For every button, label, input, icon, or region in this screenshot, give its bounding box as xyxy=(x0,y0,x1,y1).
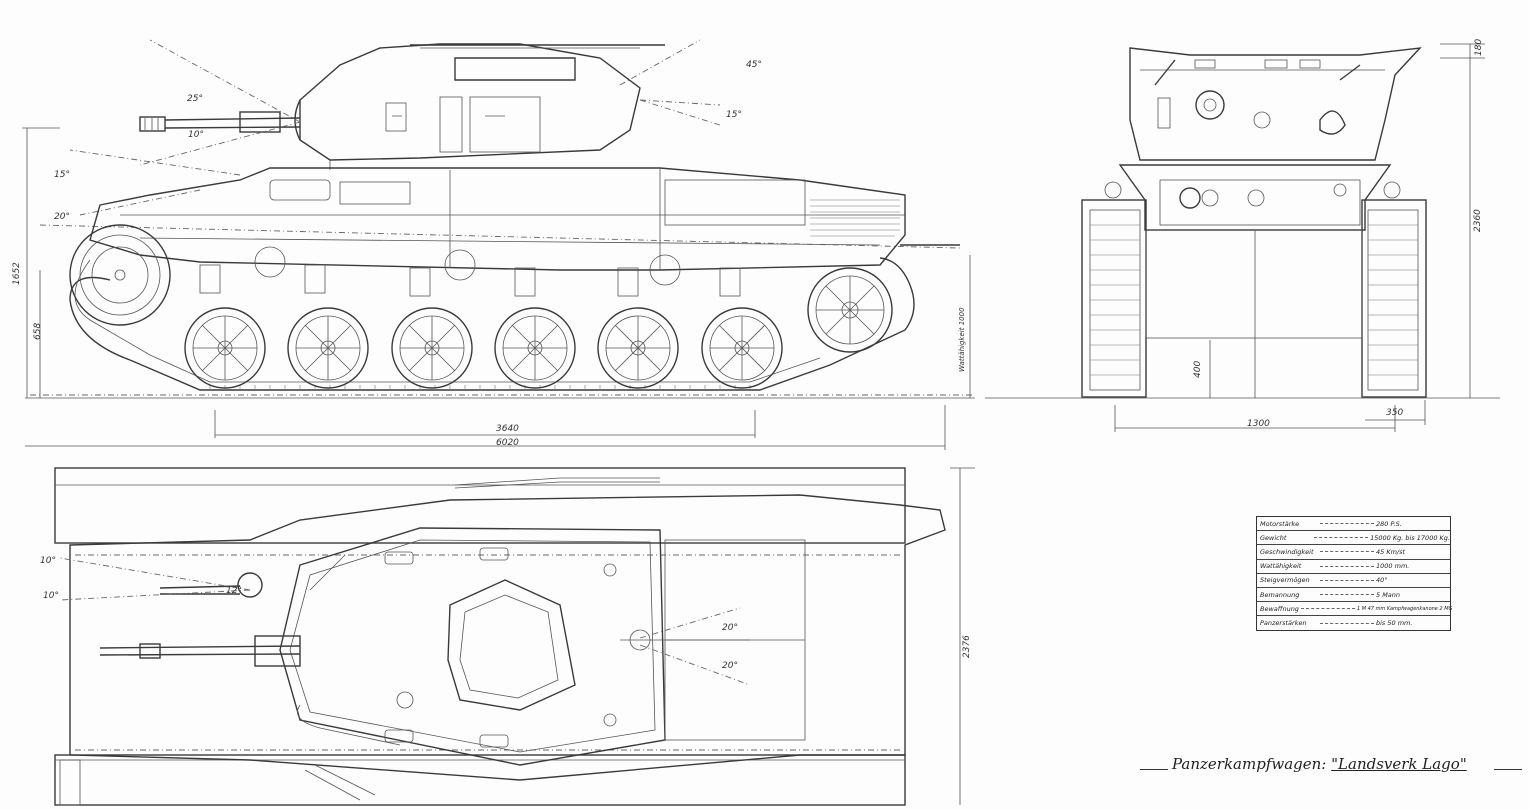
side-turret xyxy=(294,43,665,170)
side-track xyxy=(69,257,915,391)
road-wheel xyxy=(597,307,679,389)
angle-plan-gun: 12° xyxy=(226,586,242,596)
spec-row: Bewaffnung 1 M 47 mm Kampfwagenkanone 2 M… xyxy=(1257,602,1453,617)
dim-track-contact: 3640 xyxy=(496,424,519,434)
angle-plan-mg-b: 10° xyxy=(43,591,59,601)
road-wheel xyxy=(494,307,576,389)
road-wheel xyxy=(287,307,369,389)
side-road-wheels xyxy=(184,307,783,389)
side-return-rollers xyxy=(199,246,741,297)
front-elevation xyxy=(985,43,1500,432)
spec-label: Wattähigkeit xyxy=(1260,562,1302,571)
dim-side-height: 1652 xyxy=(12,262,22,285)
angle-hull-mg-down: 20° xyxy=(54,212,70,222)
front-track-hatching xyxy=(1090,224,1418,376)
angle-gun-elevation: 25° xyxy=(187,94,203,104)
angle-hull-mg-up: 15° xyxy=(54,170,70,180)
title-rule-right xyxy=(1494,769,1522,771)
road-wheel xyxy=(184,307,266,389)
dim-overall-length: 6020 xyxy=(496,438,519,448)
spec-row: Bemannung 5 Mann xyxy=(1257,588,1450,603)
spec-label: Bemannung xyxy=(1260,590,1300,599)
spec-value: 15000 Kg. bis 17000 Kg. xyxy=(1370,533,1450,542)
dim-ground-clearance: 400 xyxy=(1193,360,1203,378)
angle-plan-rear-a: 20° xyxy=(722,623,738,633)
spec-label: Bewaffnung xyxy=(1260,604,1299,613)
title-name: "Landsverk Lago" xyxy=(1331,755,1467,773)
spec-row: Panzerstärken bis 50 mm. xyxy=(1257,616,1450,630)
spec-row: Steigvermögen 40° xyxy=(1257,574,1450,588)
dim-plan-width: 2376 xyxy=(962,635,972,658)
angle-gun-depression: 10° xyxy=(188,130,204,140)
side-idler-wheel xyxy=(807,267,893,353)
spec-label: Panzerstärken xyxy=(1260,619,1307,628)
spec-value: 45 Km/st xyxy=(1376,547,1406,556)
side-elevation xyxy=(22,39,975,450)
side-dimensions xyxy=(22,127,971,450)
spec-row: Motorstärke 280 P.S. xyxy=(1257,517,1450,532)
side-drive-sprocket xyxy=(69,224,171,326)
spec-row: Gewicht 15000 Kg. bis 17000 Kg. xyxy=(1257,531,1450,546)
spec-value: 1000 mm. xyxy=(1376,562,1410,571)
angle-aa-mg: 45° xyxy=(746,60,762,70)
dim-front-height: 2360 xyxy=(1473,209,1483,232)
road-wheel xyxy=(391,307,473,389)
spec-value: 40° xyxy=(1376,576,1388,585)
spec-label: Motorstärke xyxy=(1260,519,1300,528)
road-wheel xyxy=(701,307,783,389)
dim-top-cupola: 180 xyxy=(1474,38,1484,56)
side-main-gun xyxy=(139,111,301,133)
spec-label: Gewicht xyxy=(1260,533,1287,542)
spec-label: Steigvermögen xyxy=(1260,576,1310,585)
angle-rear-mg: 15° xyxy=(726,110,742,120)
dim-wading: Wattähigkeit 1000 xyxy=(958,307,966,372)
angle-plan-rear-b: 20° xyxy=(722,661,738,671)
plan-view xyxy=(54,467,975,806)
dim-side-lower: 658 xyxy=(33,322,43,340)
spec-table: Motorstärke 280 P.S. Gewicht 15000 Kg. bis… xyxy=(1256,516,1453,631)
title-rule-left xyxy=(1140,769,1168,771)
spec-row: Wattähigkeit 1000 mm. xyxy=(1257,560,1450,574)
spec-value: 5 Mann xyxy=(1376,590,1401,599)
side-angle-lines xyxy=(69,39,721,216)
spec-value: bis 50 mm. xyxy=(1376,619,1413,628)
spec-label: Geschwindigkeit xyxy=(1260,547,1314,556)
title-prefix: Panzerkampfwagen: xyxy=(1172,755,1327,773)
spec-row: Geschwindigkeit 45 Km/st xyxy=(1257,545,1450,560)
drawing-title: Panzerkampfwagen: "Landsverk Lago" xyxy=(1172,755,1467,773)
dim-track-gauge: 1300 xyxy=(1247,419,1270,429)
spec-value: 280 P.S. xyxy=(1376,519,1402,528)
spec-value: 1 M 47 mm Kampfwagenkanone 2 MG xyxy=(1356,605,1453,612)
side-hull xyxy=(89,167,960,271)
angle-plan-mg-a: 10° xyxy=(40,556,56,566)
dim-track-width: 350 xyxy=(1386,408,1404,418)
